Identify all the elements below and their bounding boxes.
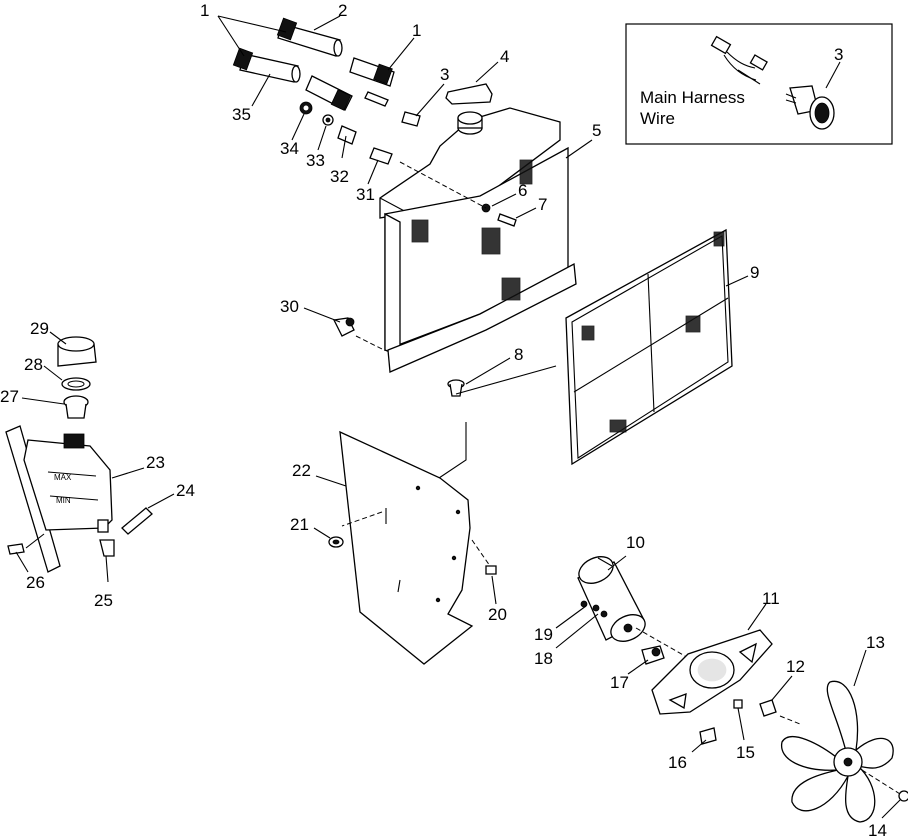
fan-bracket	[339, 430, 474, 665]
callout-23: 23	[146, 453, 165, 472]
tank-max-label: MAX	[54, 473, 72, 482]
callout-15: 15	[736, 743, 755, 762]
callout-20: 20	[488, 605, 507, 624]
callout-11: 11	[762, 589, 780, 608]
callout-34: 34	[280, 139, 299, 158]
callout-17: 17	[610, 673, 629, 692]
callout-18: 18	[534, 649, 553, 668]
tank-min-label: MIN	[56, 496, 71, 505]
fan-mount-plate	[651, 629, 773, 715]
callout-8: 8	[514, 345, 523, 364]
radiator-screen	[565, 228, 733, 466]
callout-5: 5	[592, 121, 601, 140]
fan-blade	[781, 680, 894, 823]
callout-12: 12	[786, 657, 805, 676]
callout-27: 27	[0, 387, 19, 406]
callout-31: 31	[356, 185, 375, 204]
callout-35: 35	[232, 105, 251, 124]
callout-19: 19	[534, 625, 553, 644]
callout-labels: 1 2 1 3 4 3 35 34 33 32 31 5 6 7 9 30 8 …	[0, 1, 887, 840]
callout-29: 29	[30, 319, 49, 338]
callout-7: 7	[538, 195, 547, 214]
tank-cap	[57, 336, 97, 367]
radiator	[379, 107, 577, 373]
callout-10: 10	[626, 533, 645, 552]
callout-14: 14	[868, 821, 887, 840]
radiator-cap	[445, 83, 493, 105]
callout-28: 28	[24, 355, 43, 374]
callout-2: 2	[338, 1, 347, 20]
hose-parts	[232, 17, 395, 111]
callout-3b: 3	[834, 45, 843, 64]
callout-24: 24	[176, 481, 195, 500]
callout-22: 22	[292, 461, 311, 480]
callout-9: 9	[750, 263, 759, 282]
callout-26: 26	[26, 573, 45, 592]
temp-sensor-illustration	[785, 85, 835, 130]
callout-6: 6	[518, 181, 527, 200]
callout-1a: 1	[200, 1, 209, 20]
callout-1b: 1	[412, 21, 421, 40]
callout-16: 16	[668, 753, 687, 772]
small-fittings	[299, 91, 421, 165]
callout-33: 33	[306, 151, 325, 170]
leader-lines	[15, 15, 901, 819]
callout-4: 4	[500, 47, 509, 66]
callout-13: 13	[866, 633, 885, 652]
inset-label-line2: Wire	[640, 109, 675, 128]
inset-label-line1: Main Harness	[640, 88, 745, 107]
callout-21: 21	[290, 515, 309, 534]
callout-32: 32	[330, 167, 349, 186]
callout-30: 30	[280, 297, 299, 316]
drain-fitting	[333, 317, 385, 351]
fan-motor	[577, 556, 646, 642]
callout-3a: 3	[440, 65, 449, 84]
harness-connector-illustration	[710, 35, 768, 85]
overflow-tank: MAX MIN	[5, 425, 113, 573]
harness-inset: Main Harness Wire	[625, 23, 893, 145]
callout-25: 25	[94, 591, 113, 610]
